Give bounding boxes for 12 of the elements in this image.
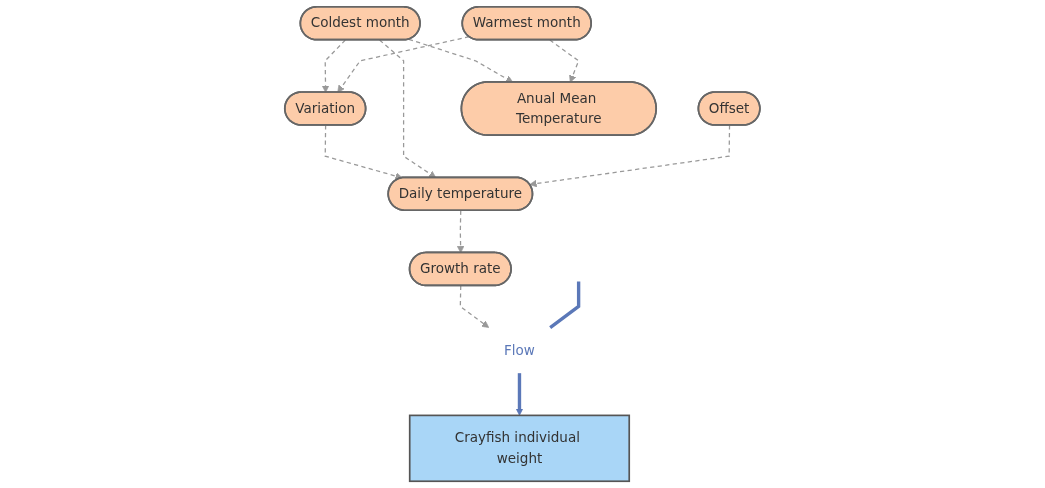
- flow-pipe-arrow: [515, 373, 524, 416]
- dashed-arrow: [324, 124, 403, 180]
- dashed-arrow: [529, 124, 731, 188]
- node-box: Crayfish individual weight: [409, 414, 631, 483]
- dashed-arrow: [322, 39, 347, 93]
- dashed-arrow: [337, 36, 470, 93]
- dashed-arrow: [549, 39, 580, 83]
- dashed-arrow: [457, 210, 465, 254]
- dashed-arrow: [408, 38, 514, 83]
- node-text: Flow: [504, 341, 536, 358]
- dashed-arrow: [459, 285, 490, 328]
- dashed-arrow: [379, 39, 437, 179]
